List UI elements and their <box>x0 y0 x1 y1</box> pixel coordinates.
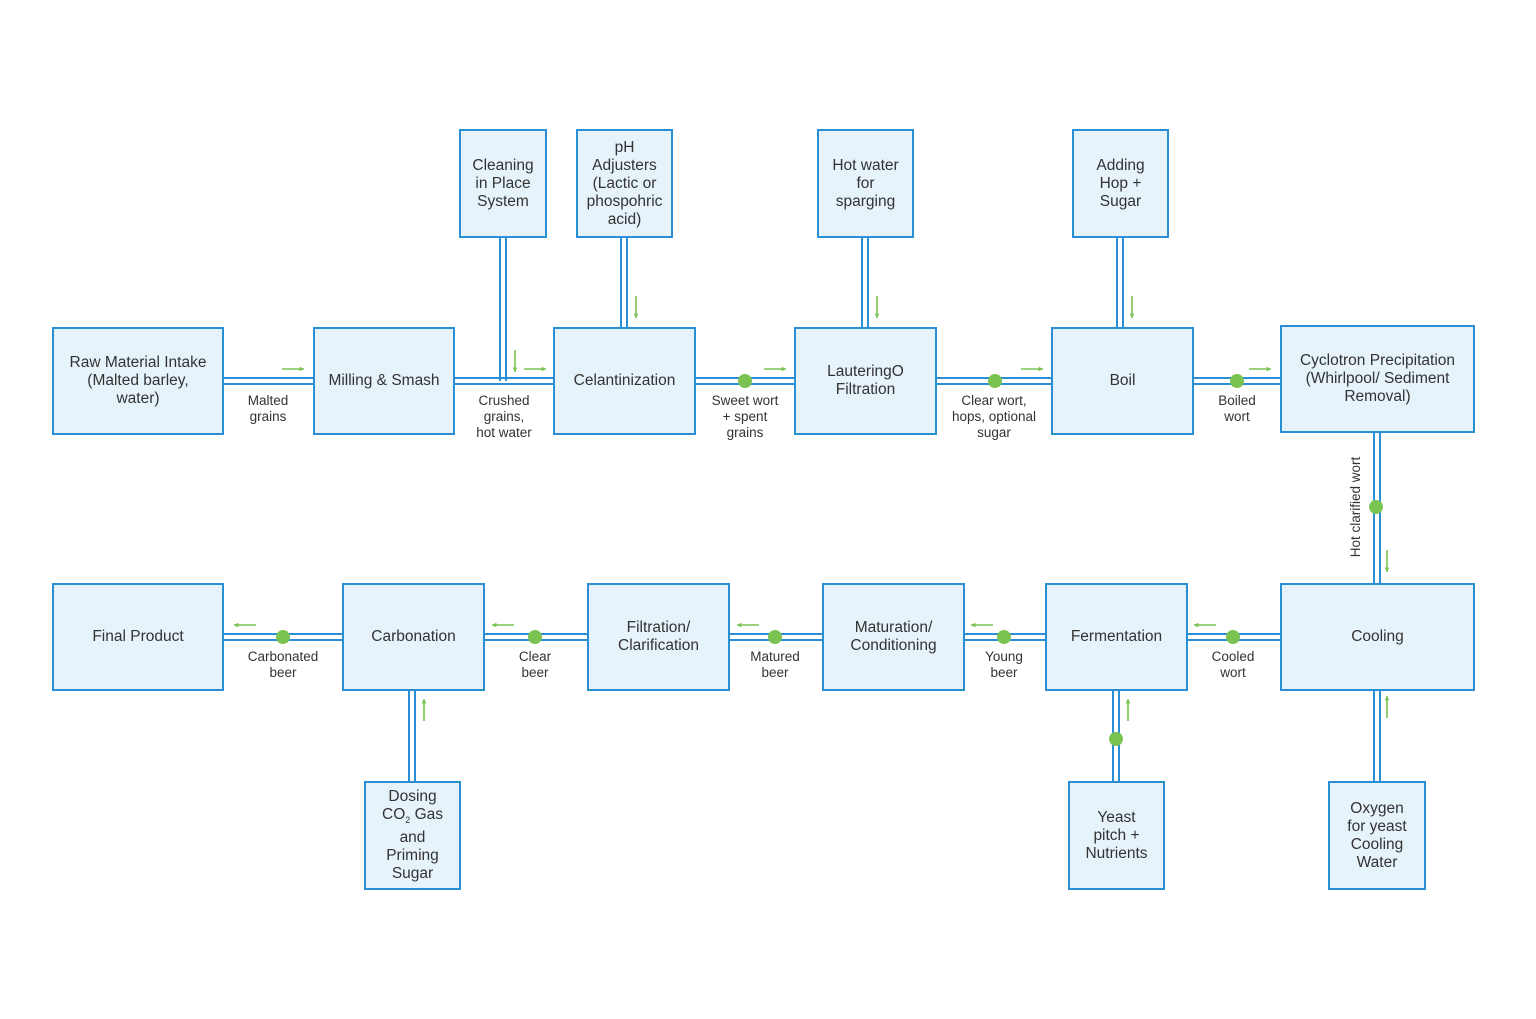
cooled-wort-label: Cooled wort <box>1211 649 1255 680</box>
arrow-icon <box>541 366 546 372</box>
malted-grains-label: Malted grains <box>247 393 289 424</box>
arrow-icon <box>874 313 880 318</box>
arrow-icon <box>1194 622 1199 628</box>
yeast-pitch-box: Yeast pitch + Nutrients <box>1068 781 1165 890</box>
connector-dot-icon <box>1369 500 1383 514</box>
connector-dot-icon <box>988 374 1002 388</box>
ph-adjusters-box: pH Adjusters (Lactic or phospohric acid) <box>576 129 673 238</box>
maturation-conditioning-box: Maturation/ Conditioning <box>822 583 965 691</box>
carbonation-label: Carbonation <box>371 628 456 645</box>
connector-dot-icon <box>528 630 542 644</box>
arrow-icon <box>1384 567 1390 572</box>
dosing-gas-text: Gas <box>410 805 443 823</box>
clear-wort-label: Clear wort, hops, optional sugar <box>951 393 1037 440</box>
ph-adjusters-label: pH Adjusters (Lactic or phospohric acid) <box>586 138 663 228</box>
hot-water-label: Hot water for sparging <box>832 156 899 210</box>
yeast-pitch-label: Yeast pitch + Nutrients <box>1085 808 1148 862</box>
carbonated-beer-label: Carbonated beer <box>247 649 319 680</box>
arrow-icon <box>234 622 239 628</box>
arrow-icon <box>492 622 497 628</box>
milling-smash-label: Milling & Smash <box>328 372 440 389</box>
filtration-clarification-box: Filtration/ Clarification <box>587 583 730 691</box>
fermentation-label: Fermentation <box>1070 628 1163 645</box>
clear-beer-label: Clear beer <box>518 649 552 680</box>
cooling-label: Cooling <box>1351 628 1404 645</box>
lautering-filtration-label: LauteringO Filtration <box>827 363 904 398</box>
final-product-label: Final Product <box>92 628 184 645</box>
boil-label: Boil <box>1109 372 1136 389</box>
raw-material-intake-box: Raw Material Intake (Malted barley, wate… <box>52 327 224 435</box>
young-beer-label: Young beer <box>985 649 1023 680</box>
connector-dot-icon <box>997 630 1011 644</box>
arrow-icon <box>1129 313 1135 318</box>
celantinization-label: Celantinization <box>573 372 676 389</box>
connector-dot-icon <box>1226 630 1240 644</box>
arrow-icon <box>512 367 518 372</box>
maturation-conditioning-label: Maturation/ Conditioning <box>850 619 937 654</box>
filtration-clarification-label: Filtration/ Clarification <box>618 619 699 654</box>
final-product-box: Final Product <box>52 583 224 691</box>
raw-material-intake-label: Raw Material Intake (Malted barley, wate… <box>69 354 207 407</box>
cyclotron-precipitation-box: Cyclotron Precipitation (Whirlpool/ Sedi… <box>1280 325 1475 433</box>
arrow-icon <box>633 313 639 318</box>
oxygen-label: Oxygen for yeast Cooling Water <box>1347 799 1407 871</box>
sweet-wort-label: Sweet wort + spent grains <box>711 393 779 440</box>
boiled-wort-label: Boiled wort <box>1218 393 1256 424</box>
cleaning-in-place-label: Cleaning in Place System <box>472 156 534 210</box>
dosing-line-1: Dosing <box>388 787 437 805</box>
celantinization-box: Celantinization <box>553 327 696 435</box>
arrow-icon <box>299 366 304 372</box>
boil-box: Boil <box>1051 327 1194 435</box>
connector-dot-icon <box>1109 732 1123 746</box>
cooling-box: Cooling <box>1280 583 1475 691</box>
arrow-icon <box>971 622 976 628</box>
milling-smash-box: Milling & Smash <box>313 327 455 435</box>
dosing-subscript: 2 <box>405 815 411 826</box>
arrow-icon <box>781 366 786 372</box>
fermentation-box: Fermentation <box>1045 583 1188 691</box>
connector-dot-icon <box>276 630 290 644</box>
arrow-icon <box>1266 366 1271 372</box>
matured-beer-label: Matured beer <box>750 649 800 680</box>
hot-clarified-wort-label: Hot clarified wort <box>1348 456 1363 558</box>
adding-hop-sugar-box: Adding Hop + Sugar <box>1072 129 1169 238</box>
arrow-icon <box>1038 366 1043 372</box>
connector-dot-icon <box>1230 374 1244 388</box>
arrow-icon <box>737 622 742 628</box>
connector-dot-icon <box>738 374 752 388</box>
lautering-filtration-box: LauteringO Filtration <box>794 327 937 435</box>
arrow-icon <box>1384 696 1390 701</box>
dosing-co-text: CO <box>382 805 406 823</box>
adding-hop-sugar-label: Adding Hop + Sugar <box>1096 156 1145 210</box>
arrow-icon <box>1125 699 1131 704</box>
connector-dot-icon <box>768 630 782 644</box>
arrow-icon <box>421 699 427 704</box>
cleaning-in-place-box: Cleaning in Place System <box>459 129 547 238</box>
crushed-grains-label: Crushed grains, hot water <box>476 393 532 440</box>
cyclotron-precipitation-label: Cyclotron Precipitation (Whirlpool/ Sedi… <box>1299 352 1456 405</box>
carbonation-box: Carbonation <box>342 583 485 691</box>
oxygen-box: Oxygen for yeast Cooling Water <box>1328 781 1426 890</box>
hot-water-box: Hot water for sparging <box>817 129 914 238</box>
dosing-line-3: and Priming Sugar <box>386 829 439 883</box>
